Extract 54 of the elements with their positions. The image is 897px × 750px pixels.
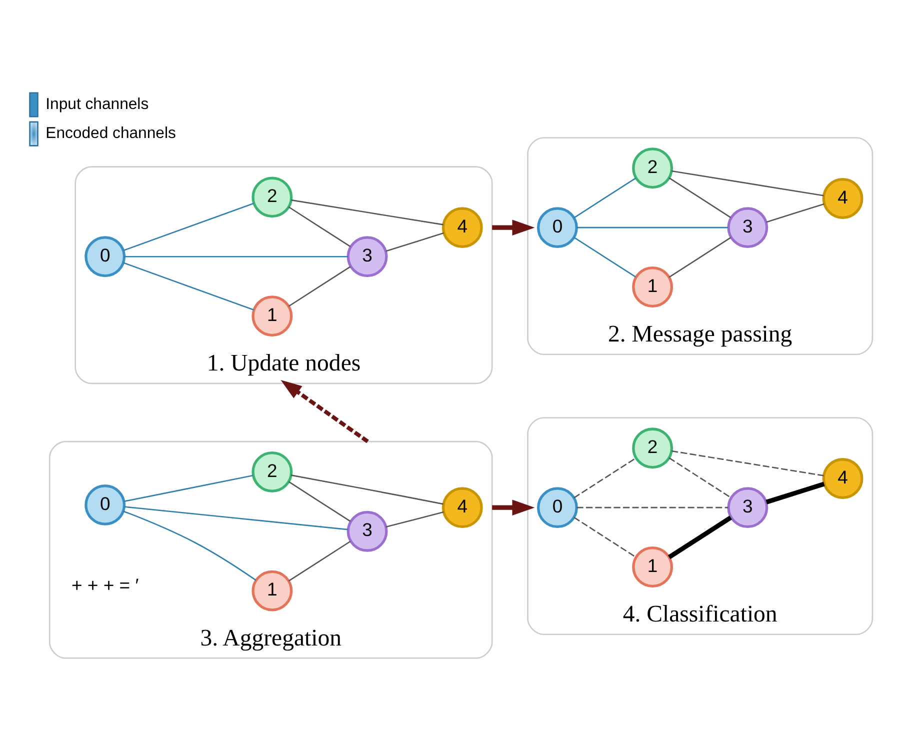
- connector: [288, 266, 351, 306]
- connector: [123, 510, 256, 580]
- connector: [766, 202, 824, 222]
- legend-label: Input channels: [46, 95, 149, 112]
- node-circle: 1: [252, 570, 293, 611]
- node-circle: 0: [537, 206, 578, 248]
- node-circle: 2: [632, 427, 674, 468]
- node-circle: 2: [632, 147, 674, 188]
- connector: [124, 474, 253, 502]
- node-circle: 3: [727, 486, 768, 528]
- connector: [291, 198, 444, 225]
- connector: [124, 506, 348, 530]
- connector: [671, 170, 824, 196]
- connector: [386, 232, 444, 252]
- connector: [668, 176, 732, 218]
- legend-label: Encoded channels: [46, 124, 176, 142]
- node-circle: 4: [442, 486, 483, 528]
- label: + + + = ′: [72, 574, 139, 596]
- connector: [123, 262, 254, 310]
- connector: [574, 457, 636, 498]
- node-circle: 3: [346, 510, 388, 552]
- connector: [766, 481, 825, 504]
- node-circle: 4: [822, 178, 864, 218]
- node-circle: 4: [442, 206, 483, 248]
- connector: [668, 236, 732, 278]
- connector: [124, 255, 348, 257]
- connector: [576, 226, 728, 228]
- node-circle: 3: [346, 236, 388, 277]
- node-circle: 3: [727, 206, 768, 248]
- connector: [668, 515, 732, 559]
- connector: [386, 510, 444, 528]
- connector: [574, 516, 636, 558]
- connector: [668, 456, 732, 498]
- connector: [288, 540, 351, 582]
- node-circle: 0: [537, 486, 578, 528]
- node-circle: 0: [84, 236, 126, 277]
- node-circle: 1: [252, 295, 293, 336]
- node-circle: 4: [822, 458, 864, 498]
- connector: [288, 480, 351, 522]
- node-circle: 1: [632, 266, 674, 307]
- connector: [290, 474, 444, 504]
- connector: [576, 506, 728, 508]
- node-circle: 1: [632, 546, 674, 587]
- node-circle: 0: [84, 484, 126, 525]
- arrow: [492, 499, 535, 515]
- connector: [288, 206, 351, 247]
- arrow: [492, 219, 535, 235]
- node-circle: 2: [252, 176, 293, 218]
- arrow: [280, 379, 369, 443]
- node-circle: 2: [252, 450, 293, 492]
- connector: [574, 236, 636, 278]
- connector: [123, 202, 254, 251]
- connector: [574, 177, 636, 218]
- connector: [671, 450, 824, 476]
